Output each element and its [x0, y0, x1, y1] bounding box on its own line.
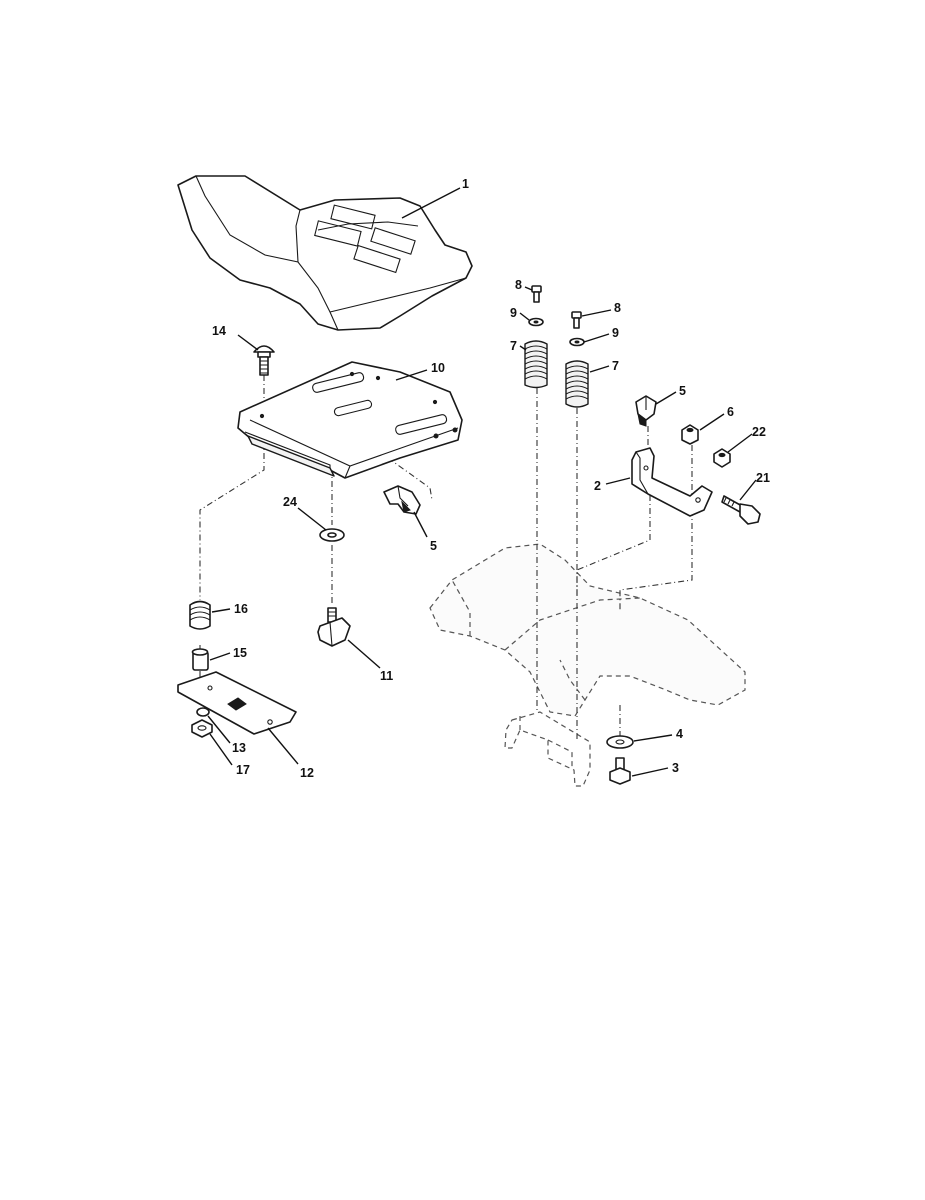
- callout-7-right: 7: [612, 359, 619, 373]
- callout-5-lower: 5: [430, 539, 437, 553]
- callout-14: 14: [212, 324, 226, 338]
- seat-cushion: [177, 175, 473, 331]
- callout-11: 11: [380, 669, 393, 683]
- bolt-8-left: [531, 285, 542, 303]
- callout-leaders: [207, 187, 757, 777]
- callout-22: 22: [752, 425, 766, 439]
- shoulder-bolt-21: [721, 495, 761, 525]
- seat-pan: [237, 361, 463, 479]
- callout-15: 15: [233, 646, 247, 660]
- callout-8-left: 8: [515, 278, 522, 292]
- seat-switch-clip-upper: [635, 395, 657, 427]
- callout-7-left: 7: [510, 339, 517, 353]
- callout-3: 3: [672, 761, 679, 775]
- callout-10: 10: [431, 361, 445, 375]
- seat-spring-7-right: [565, 360, 589, 408]
- carriage-bolt: [253, 345, 275, 376]
- washer-9-left: [528, 317, 544, 327]
- lock-washer-22: [713, 448, 731, 468]
- adjustment-knob: [317, 607, 351, 647]
- hex-bolt-3: [609, 757, 631, 785]
- callout-labels: 1 14 10 24 5 11 16 15 12 13 17 8 9 7 8 9…: [212, 177, 770, 780]
- callout-5-upper: 5: [679, 384, 686, 398]
- seat-spring-7-left: [524, 340, 548, 389]
- callout-1: 1: [462, 177, 469, 191]
- callout-17: 17: [236, 763, 250, 777]
- callout-8-right: 8: [614, 301, 621, 315]
- seat-pan-bracket-ghost: [504, 711, 591, 787]
- washer-9-right: [569, 337, 585, 347]
- hex-nut-6: [681, 424, 699, 445]
- callout-24: 24: [283, 495, 297, 509]
- washer-24: [319, 528, 345, 542]
- fender-outline-ghost: [429, 543, 746, 717]
- callout-2: 2: [594, 479, 601, 493]
- compression-spring-16: [189, 600, 211, 630]
- callout-9-left: 9: [510, 306, 517, 320]
- assembly-axis-lines: [199, 375, 693, 740]
- seat-bracket-2: [631, 447, 713, 517]
- callout-21: 21: [756, 471, 770, 485]
- hex-nut-17: [191, 719, 213, 738]
- spacer-15: [191, 648, 209, 671]
- bolt-8-right: [571, 311, 582, 329]
- lock-washer-13: [196, 707, 210, 717]
- seat-switch-clip-lower: [383, 485, 421, 515]
- callout-4: 4: [676, 727, 683, 741]
- callout-9-right: 9: [612, 326, 619, 340]
- callout-6: 6: [727, 405, 734, 419]
- callout-13: 13: [232, 741, 246, 755]
- washer-4: [606, 735, 634, 749]
- callout-12: 12: [300, 766, 314, 780]
- slide-plate: [177, 671, 297, 735]
- callout-16: 16: [234, 602, 248, 616]
